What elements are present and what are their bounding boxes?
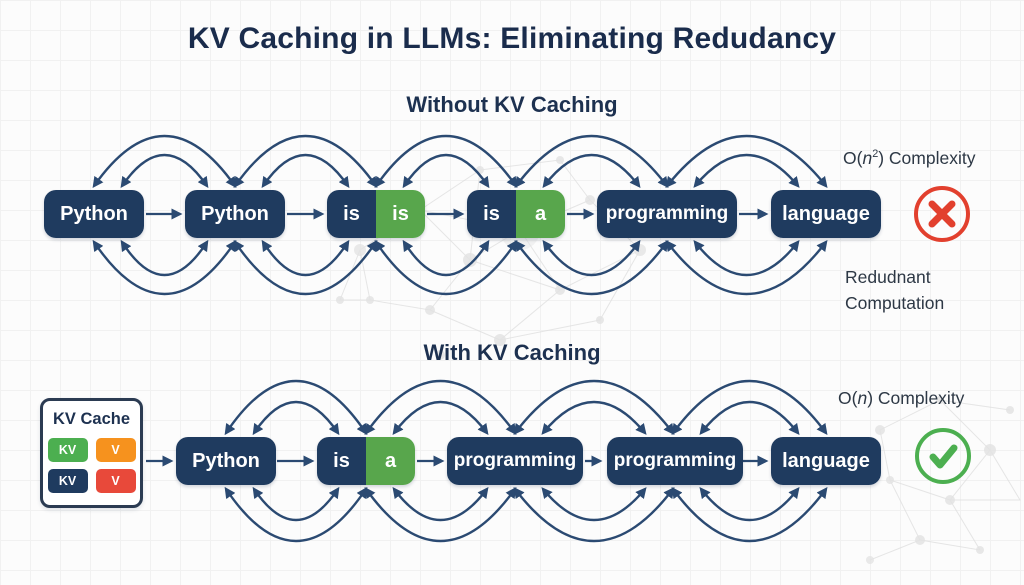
token-segment: Python	[185, 190, 285, 238]
token-segment: is	[317, 437, 366, 485]
section-header-without: Without KV Caching	[406, 92, 618, 117]
error-x-icon	[914, 186, 970, 242]
token-segment: programming	[447, 437, 583, 485]
redundant-computation-note: Redudnant Computation	[845, 267, 945, 313]
kv-chip: KV	[47, 469, 88, 493]
v-chip: V	[95, 438, 136, 462]
token-segment: a	[366, 437, 415, 485]
token-segment: Python	[44, 190, 144, 238]
success-check-icon	[915, 428, 971, 484]
kv-cache-title: KV Cache	[52, 410, 131, 428]
token-segment: is	[467, 190, 516, 238]
kv-cache-chips: KV V KV V	[47, 438, 136, 493]
token-segment: programming	[607, 437, 743, 485]
token-with-3: programming	[447, 437, 583, 485]
complexity-label-with: O(n) Complexity	[838, 388, 965, 408]
token-without-6: language	[771, 190, 881, 238]
token-without-3: is is	[327, 190, 425, 238]
v-chip: V	[95, 469, 136, 493]
token-with-1: Python	[176, 437, 276, 485]
section-header-with: With KV Caching	[423, 340, 601, 365]
token-segment: is	[376, 190, 425, 238]
token-with-5: language	[771, 437, 881, 485]
token-segment: programming	[597, 190, 737, 238]
complexity-label-without: O(n2) Complexity	[843, 148, 976, 168]
token-without-1: Python	[44, 190, 144, 238]
token-with-4: programming	[607, 437, 743, 485]
token-with-2: is a	[317, 437, 415, 485]
kv-chip: KV	[47, 438, 88, 462]
token-without-2: Python	[185, 190, 285, 238]
token-segment: language	[771, 437, 881, 485]
page-title: KV Caching in LLMs: Eliminating Redudanc…	[187, 22, 837, 55]
token-segment: a	[516, 190, 565, 238]
token-segment: is	[327, 190, 376, 238]
kv-cache-box: KV Cache KV V KV V	[40, 398, 143, 508]
token-segment: language	[771, 190, 881, 238]
token-segment: Python	[176, 437, 276, 485]
token-without-5: programming	[597, 190, 737, 238]
token-without-4: is a	[467, 190, 565, 238]
